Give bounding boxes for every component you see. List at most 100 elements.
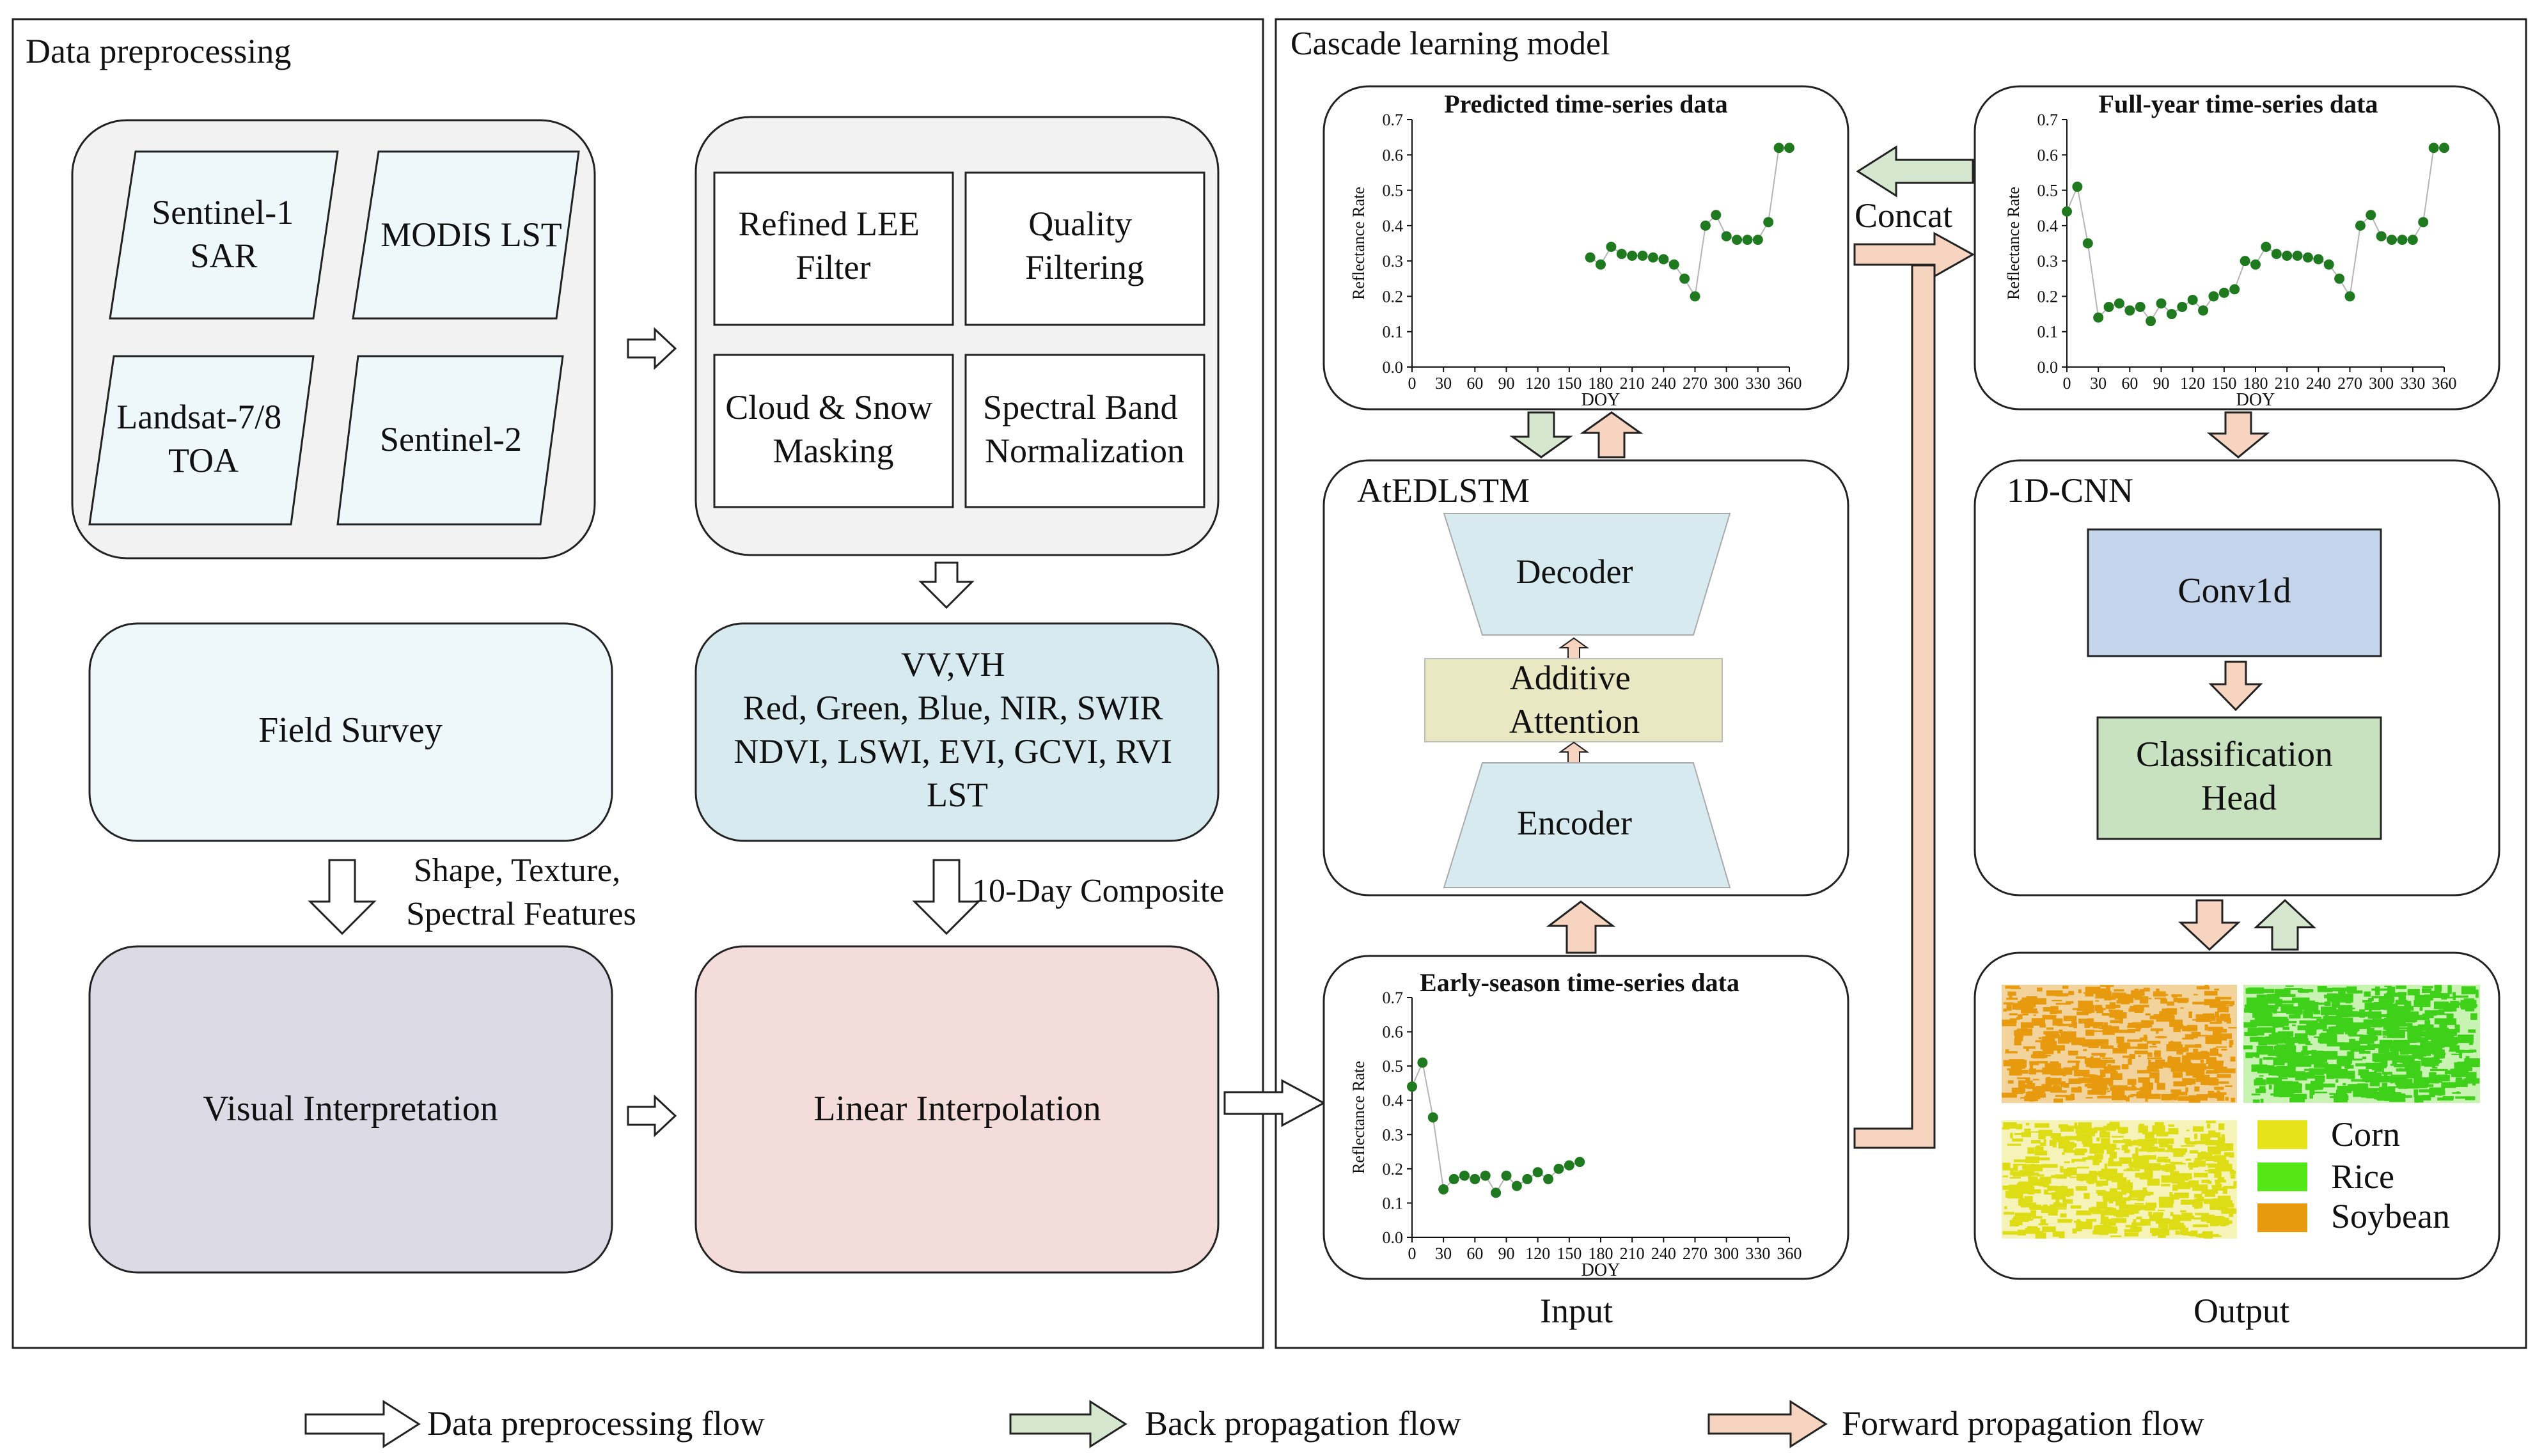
map-speckle bbox=[2325, 1064, 2342, 1071]
sentinel1-line2: SAR bbox=[190, 237, 257, 275]
map-speckle bbox=[2193, 1097, 2201, 1101]
map-speckle bbox=[2022, 1185, 2034, 1187]
map-speckle bbox=[2108, 1209, 2116, 1216]
map-speckle bbox=[2168, 1124, 2174, 1127]
map-speckle bbox=[2125, 1097, 2130, 1102]
map-speckle bbox=[2468, 1029, 2476, 1033]
map-speckle bbox=[2084, 1128, 2098, 1134]
map-speckle bbox=[2200, 1134, 2211, 1140]
map-speckle bbox=[2202, 1232, 2212, 1237]
map-speckle bbox=[2194, 1051, 2210, 1060]
map-speckle bbox=[2273, 1057, 2285, 1066]
classification-head-label: Classification Head bbox=[2136, 735, 2342, 818]
map-speckle bbox=[2062, 1152, 2065, 1155]
map-speckle bbox=[2275, 1045, 2286, 1051]
x-tick-label: 30 bbox=[2090, 374, 2107, 393]
map-speckle bbox=[2135, 1005, 2141, 1013]
map-speckle bbox=[2153, 1138, 2158, 1144]
map-speckle bbox=[2326, 1070, 2334, 1079]
map-speckle bbox=[2305, 1044, 2312, 1045]
map-speckle bbox=[2194, 1133, 2198, 1139]
map-speckle bbox=[2040, 1219, 2046, 1225]
refined-lee-line2: Filter bbox=[796, 248, 871, 286]
map-speckle bbox=[2183, 1227, 2188, 1235]
data-point bbox=[1679, 273, 1690, 284]
chart-title: Predicted time-series data bbox=[1444, 90, 1728, 118]
map-speckle bbox=[2344, 1011, 2358, 1017]
map-speckle bbox=[2060, 1186, 2064, 1192]
map-speckle bbox=[2211, 1185, 2221, 1188]
map-speckle bbox=[2284, 1083, 2302, 1088]
map-speckle bbox=[2433, 1010, 2445, 1014]
map-speckle bbox=[2078, 1086, 2081, 1088]
map-speckle bbox=[2218, 1204, 2228, 1210]
map-speckle bbox=[2201, 1082, 2215, 1085]
map-speckle bbox=[2406, 1070, 2422, 1078]
map-speckle bbox=[2455, 1063, 2467, 1072]
legend-data-flow-label: Data preprocessing flow bbox=[427, 1404, 765, 1443]
composite-label: 10-Day Composite bbox=[972, 873, 1224, 909]
map-speckle bbox=[2394, 1019, 2406, 1027]
map-speckle bbox=[2088, 1207, 2097, 1212]
map-speckle bbox=[2096, 1137, 2100, 1141]
map-speckle bbox=[2257, 1027, 2276, 1033]
data-point bbox=[1627, 250, 1638, 261]
map-speckle bbox=[2201, 1077, 2217, 1079]
map-speckle bbox=[2084, 1083, 2090, 1087]
data-point bbox=[2271, 249, 2282, 260]
map-speckle bbox=[2062, 1031, 2076, 1039]
map-speckle bbox=[2256, 1045, 2273, 1055]
map-speckle bbox=[2292, 1024, 2296, 1026]
map-speckle bbox=[2243, 1022, 2254, 1028]
map-speckle bbox=[2131, 990, 2140, 998]
data-point bbox=[1417, 1057, 1428, 1068]
map-speckle bbox=[2132, 1154, 2139, 1159]
map-speckle bbox=[2129, 1054, 2135, 1059]
map-speckle bbox=[2005, 985, 2020, 989]
map-speckle bbox=[2279, 1077, 2288, 1079]
map-speckle bbox=[2050, 1133, 2061, 1139]
map-speckle bbox=[2245, 1052, 2259, 1057]
map-speckle bbox=[2083, 1143, 2092, 1147]
data-point bbox=[2156, 298, 2167, 309]
map-speckle bbox=[2072, 1228, 2077, 1233]
map-speckle bbox=[2030, 1093, 2046, 1098]
x-tick-label: 30 bbox=[1435, 374, 1452, 393]
map-speckle bbox=[2165, 1150, 2174, 1152]
map-speckle bbox=[2112, 1140, 2130, 1143]
map-speckle bbox=[2217, 1160, 2229, 1166]
map-speckle bbox=[2193, 1067, 2197, 1076]
map-speckle bbox=[2158, 1209, 2165, 1212]
data-point bbox=[2292, 250, 2303, 261]
map-speckle bbox=[2048, 1077, 2062, 1085]
map-speckle bbox=[2093, 1128, 2109, 1131]
refined-lee-label: Refined LEE Filter bbox=[739, 205, 929, 286]
map-speckle bbox=[2026, 1168, 2043, 1171]
map-speckle bbox=[2229, 1040, 2234, 1045]
map-speckle bbox=[2181, 1055, 2188, 1063]
y-axis-label: Reflectance Rate bbox=[1349, 187, 1368, 300]
y-tick-label: 0.4 bbox=[1383, 217, 1404, 235]
map-speckle bbox=[2215, 1181, 2221, 1186]
map-speckle bbox=[2131, 1222, 2146, 1226]
features-box bbox=[695, 622, 1220, 842]
cloud-snow-line1: Cloud & Snow bbox=[725, 388, 932, 427]
spectral-band-label: Spectral Band Normalization bbox=[983, 388, 1186, 470]
map-speckle bbox=[2039, 1024, 2046, 1028]
map-speckle bbox=[2324, 1001, 2331, 1006]
map-speckle bbox=[2348, 1084, 2365, 1089]
map-speckle bbox=[2422, 986, 2433, 989]
data-point bbox=[2082, 238, 2093, 249]
map-speckle bbox=[2208, 1078, 2219, 1081]
x-tick-label: 210 bbox=[2275, 374, 2300, 393]
map-speckle bbox=[2186, 1129, 2190, 1132]
map-speckle bbox=[2194, 994, 2198, 996]
map-speckle bbox=[2053, 1202, 2062, 1206]
map-speckle bbox=[2137, 1070, 2151, 1074]
map-speckle bbox=[2201, 1179, 2210, 1184]
map-speckle bbox=[2407, 1026, 2421, 1031]
map-speckle bbox=[2189, 1150, 2199, 1154]
map-speckle bbox=[2066, 1096, 2073, 1100]
y-tick-label: 0.4 bbox=[2037, 217, 2059, 235]
data-point bbox=[1448, 1173, 1459, 1184]
